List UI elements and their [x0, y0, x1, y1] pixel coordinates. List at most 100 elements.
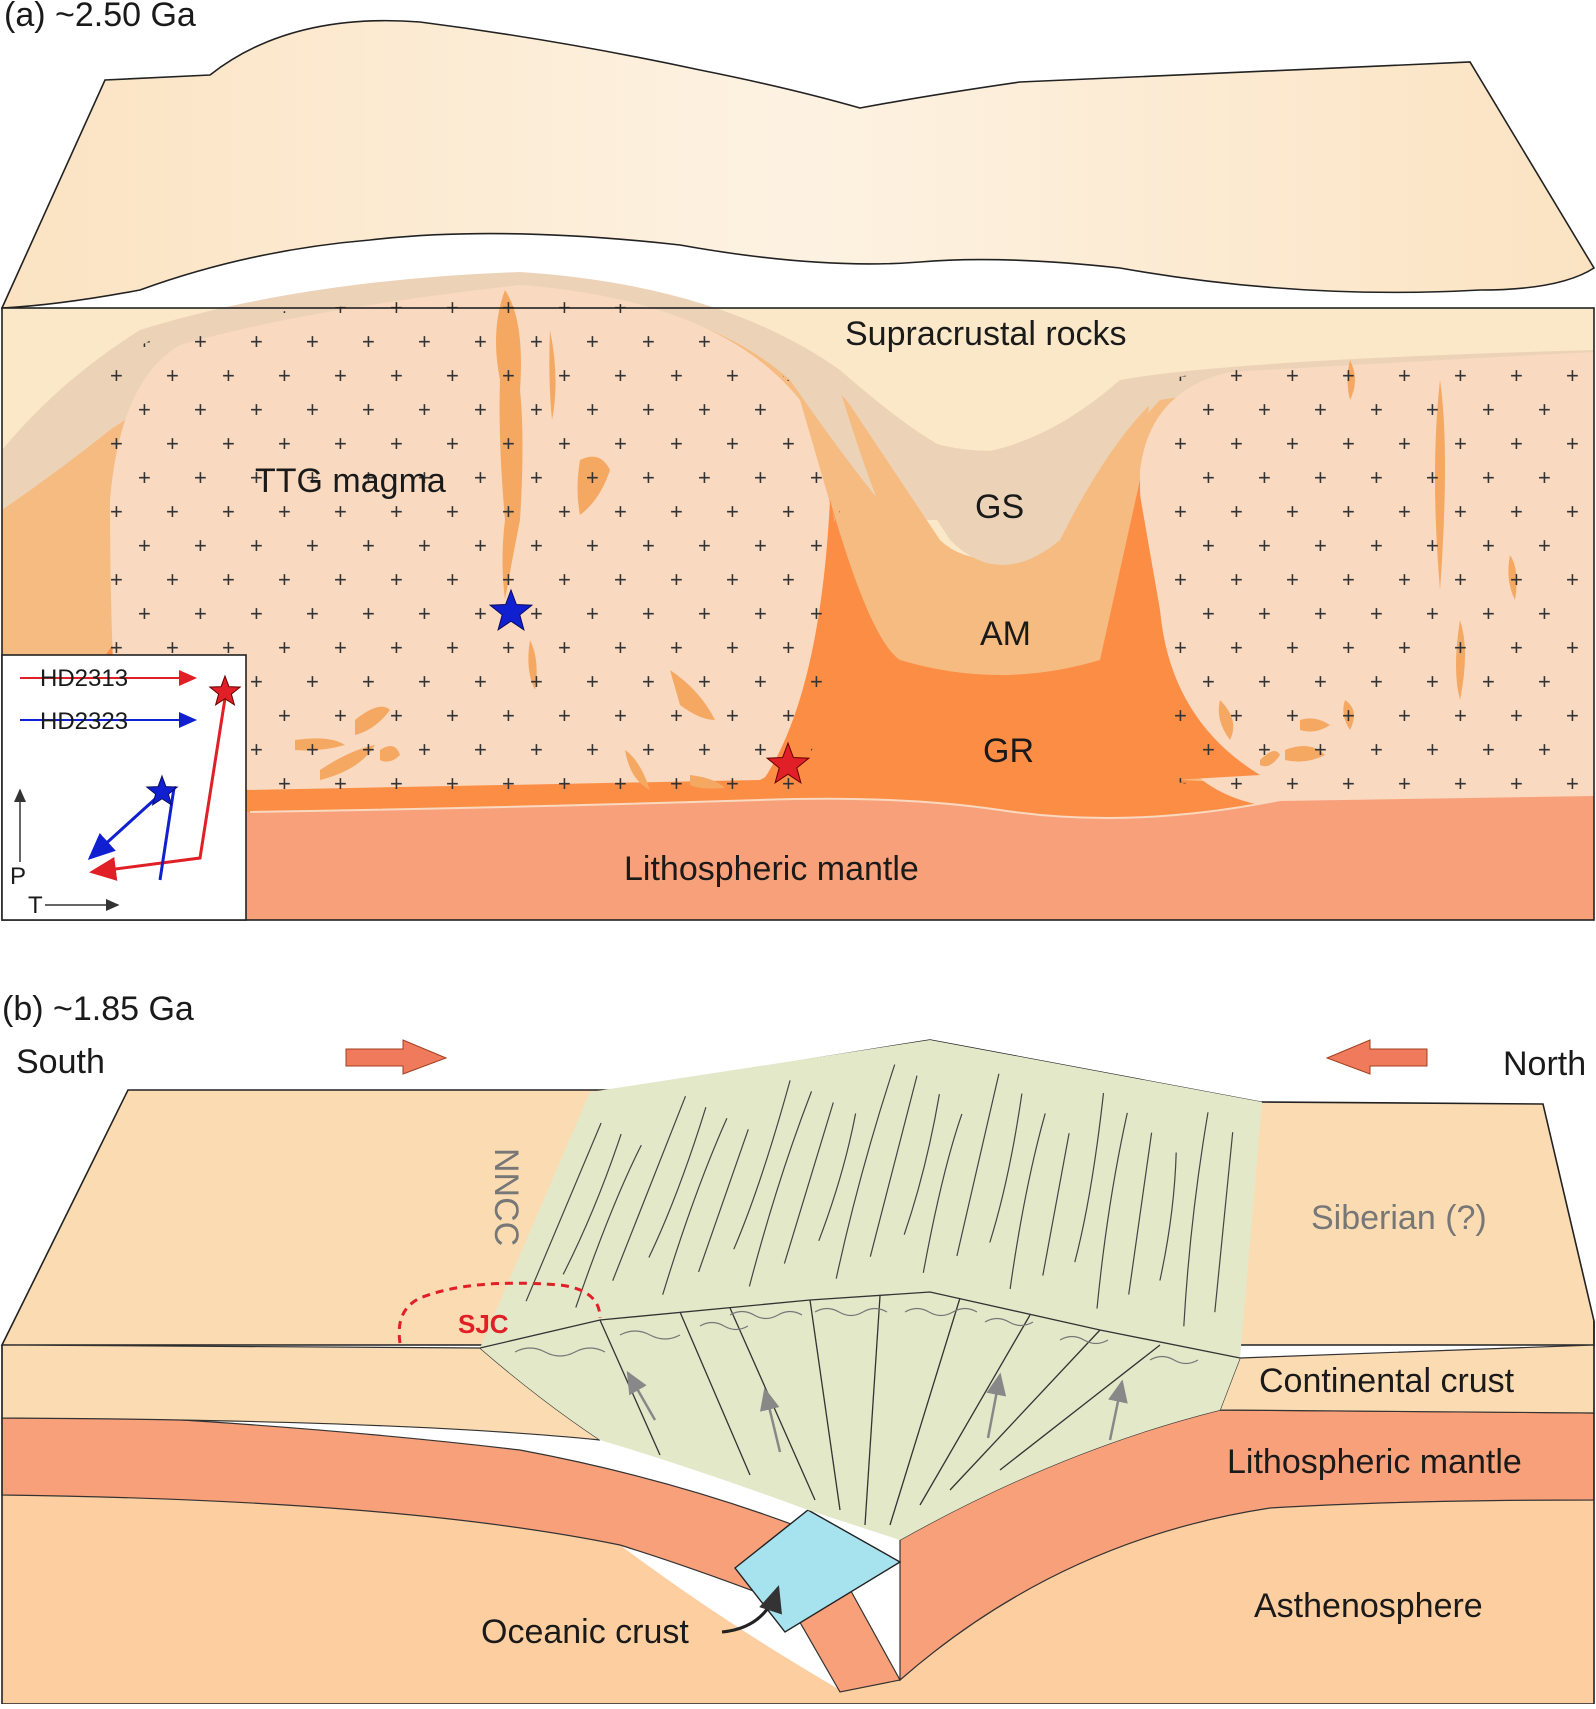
plus-mark: +	[334, 363, 347, 388]
plus-mark: +	[390, 431, 403, 456]
plus-mark: +	[530, 533, 543, 558]
plus-mark: +	[1454, 431, 1467, 456]
star-red-sample	[765, 741, 811, 784]
gr-wedge	[760, 495, 1260, 792]
plus-mark: +	[782, 703, 795, 728]
label-lithospheric-mantle-a: Lithospheric mantle	[624, 850, 919, 888]
plus-mark: +	[390, 499, 403, 524]
plus-mark: +	[166, 567, 179, 592]
plus-mark: +	[642, 533, 655, 558]
plus-mark: +	[334, 635, 347, 660]
ttg-body-left	[110, 285, 835, 790]
plus-mark: +	[1258, 737, 1271, 762]
lineation-line	[525, 1122, 602, 1302]
plus-mark: +	[782, 499, 795, 524]
plus-mark: +	[502, 431, 515, 456]
lineation-line	[1096, 1112, 1128, 1309]
plus-mark: +	[446, 771, 459, 796]
plus-mark: +	[278, 431, 291, 456]
plus-mark: +	[334, 431, 347, 456]
plus-mark: +	[418, 397, 431, 422]
plus-mark: +	[1482, 669, 1495, 694]
label-sjc: SJC	[458, 1309, 509, 1339]
plus-mark: +	[586, 465, 599, 490]
plus-mark: +	[278, 499, 291, 524]
plus-mark: +	[138, 533, 151, 558]
label-ttg-magma: TTG magma	[255, 462, 446, 500]
legend-hd2313: HD2313	[40, 665, 128, 692]
plus-mark: +	[614, 499, 627, 524]
gs-trough	[820, 370, 1160, 565]
lineation-line	[835, 1064, 896, 1279]
orogen-faults	[479, 1291, 1241, 1526]
plus-mark: +	[1482, 397, 1495, 422]
plus-mark: +	[1258, 465, 1271, 490]
lineation-line	[989, 1093, 1023, 1243]
supracrustal-top-surface	[0, 19, 1596, 309]
plus-mark: +	[1426, 601, 1439, 626]
plus-mark: +	[1538, 397, 1551, 422]
plus-mark: +	[1342, 635, 1355, 660]
panel-b-title: (b) ~1.85 Ga	[2, 990, 194, 1028]
plus-mark: +	[1510, 703, 1523, 728]
plus-mark: +	[1398, 567, 1411, 592]
plus-mark: +	[1538, 737, 1551, 762]
plus-mark: +	[558, 567, 571, 592]
plus-mark: +	[1538, 533, 1551, 558]
plus-mark: +	[1230, 363, 1243, 388]
plus-mark: +	[670, 499, 683, 524]
plus-mark: +	[306, 397, 319, 422]
plus-mark: +	[250, 669, 263, 694]
plus-mark: +	[558, 635, 571, 660]
plus-mark: +	[754, 669, 767, 694]
plus-mark: +	[642, 669, 655, 694]
plus-mark: +	[1566, 431, 1579, 456]
panel-b: (b) ~1.85 Ga South North	[0, 990, 1595, 1705]
plus-mark: +	[1230, 703, 1243, 728]
orogen-top	[480, 1040, 1262, 1358]
plus-mark: +	[110, 499, 123, 524]
plus-mark: +	[1398, 499, 1411, 524]
plus-mark: +	[278, 567, 291, 592]
plus-mark: +	[222, 431, 235, 456]
plus-mark: +	[1202, 601, 1215, 626]
plus-mark: +	[446, 635, 459, 660]
plus-mark: +	[1454, 635, 1467, 660]
plus-mark: +	[670, 567, 683, 592]
plus-mark: +	[1258, 669, 1271, 694]
plus-mark: +	[1286, 635, 1299, 660]
plus-mark: +	[670, 703, 683, 728]
plus-mark: +	[614, 635, 627, 660]
plus-mark: +	[530, 465, 543, 490]
plus-mark: +	[698, 533, 711, 558]
plus-mark: +	[474, 533, 487, 558]
plus-mark: +	[306, 329, 319, 354]
pt-axis-p-label: P	[10, 863, 26, 890]
foliation	[514, 1307, 1199, 1365]
plus-mark: +	[726, 431, 739, 456]
lineation-line	[575, 1144, 642, 1308]
plus-mark: +	[138, 601, 151, 626]
plus-mark: +	[1342, 431, 1355, 456]
plus-mark: +	[530, 737, 543, 762]
lineation-line	[922, 1113, 963, 1273]
plus-mark: +	[1174, 431, 1187, 456]
plus-mark: +	[1342, 499, 1355, 524]
plus-mark: +	[754, 465, 767, 490]
plus-mark: +	[474, 397, 487, 422]
label-lithospheric-mantle-b: Lithospheric mantle	[1227, 1443, 1522, 1481]
lineation-line	[733, 1080, 791, 1250]
star-blue-sample	[488, 588, 534, 631]
plus-mark: +	[1510, 635, 1523, 660]
plus-mark: +	[1398, 635, 1411, 660]
plus-mark: +	[502, 567, 515, 592]
plus-mark: +	[278, 771, 291, 796]
plus-mark: +	[390, 635, 403, 660]
plus-mark: +	[1230, 635, 1243, 660]
plus-mark: +	[1398, 363, 1411, 388]
plus-mark: +	[810, 601, 823, 626]
plus-mark: +	[558, 363, 571, 388]
plus-mark: +	[250, 601, 263, 626]
plus-mark: +	[1314, 669, 1327, 694]
